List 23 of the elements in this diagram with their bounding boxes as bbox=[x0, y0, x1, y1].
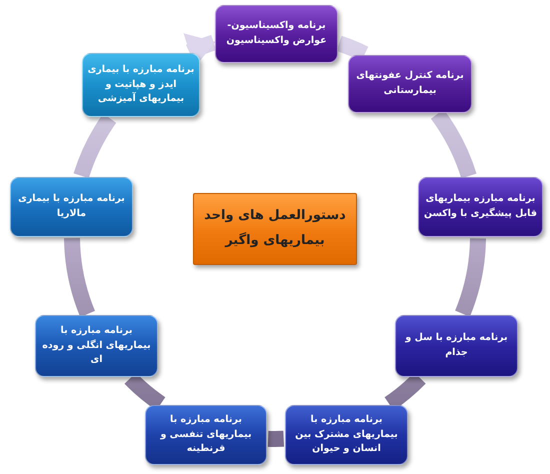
program-box bbox=[35, 315, 158, 377]
program-box bbox=[82, 53, 200, 117]
cycle-arc bbox=[64, 238, 96, 317]
box-text: دستورالعمل های واحد بیماریهای واگیر bbox=[203, 207, 347, 250]
program-box bbox=[395, 315, 518, 377]
box-text: برنامه واکسیناسیون- عوارض واکسیناسیون bbox=[225, 19, 328, 48]
box-text: برنامه کنترل عفونتهای بیمارستانی bbox=[355, 69, 465, 98]
program-box bbox=[285, 405, 408, 465]
box-text: برنامه مبارزه با بیماری ایدز و هپاتیت و بیماریهای آمیزشی bbox=[87, 62, 195, 106]
box-text: برنامه مبارزه با بیماری مالاریا bbox=[17, 192, 126, 221]
program-box bbox=[10, 177, 133, 237]
title-box bbox=[193, 193, 357, 265]
program-box bbox=[215, 5, 338, 63]
cycle-arc bbox=[454, 238, 486, 316]
box-text: برنامه مبارزه با بیماریهای تنفسی و قرنطینه bbox=[159, 412, 253, 456]
program-box bbox=[145, 405, 267, 465]
program-box bbox=[418, 177, 543, 237]
cycle-arc bbox=[268, 430, 284, 447]
box-text: برنامه مبارزه با سل و جذام bbox=[404, 331, 509, 360]
box-text: برنامه مبارزه با بیماریهای انگلی و روده ای bbox=[41, 324, 152, 368]
box-text: برنامه مبارزه بیماریهای قابل پیشگیری با واکسن bbox=[423, 192, 538, 221]
program-box bbox=[348, 55, 472, 113]
box-text: برنامه مبارزه با بیماریهای مشترک بین انسان و حیوان bbox=[294, 412, 399, 456]
